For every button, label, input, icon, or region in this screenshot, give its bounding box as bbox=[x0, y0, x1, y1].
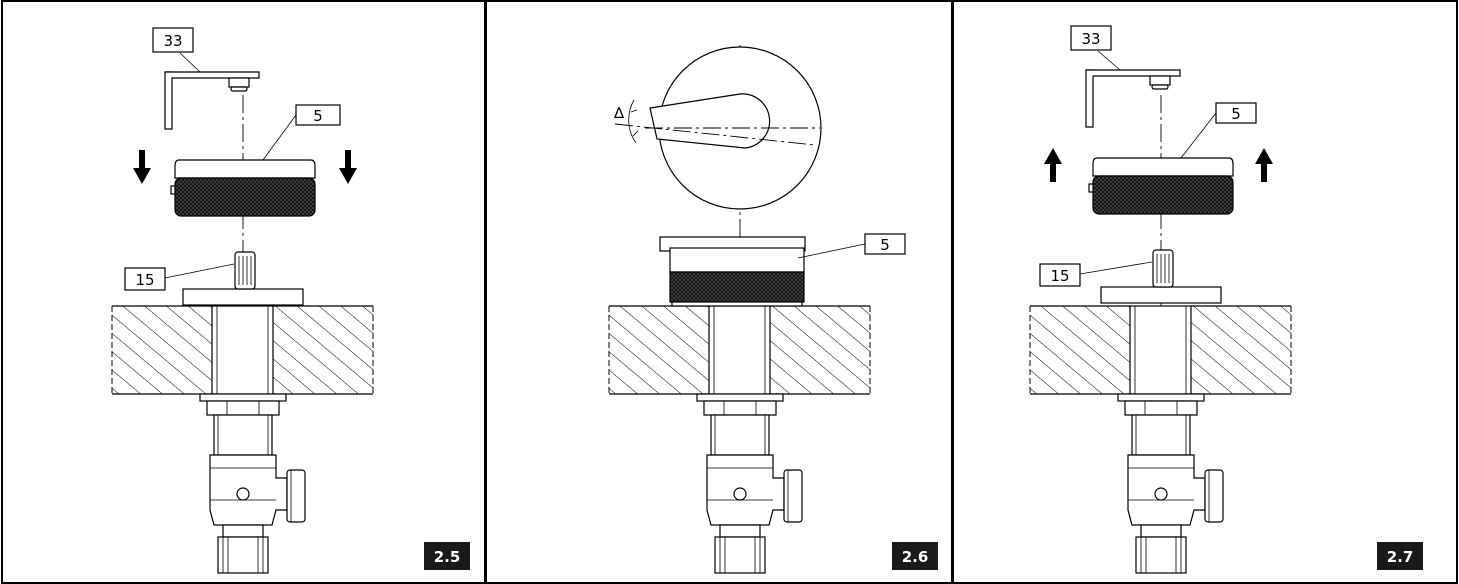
figure-badge: 2.5 bbox=[424, 542, 470, 570]
callout-label: 5 bbox=[880, 236, 890, 254]
callout-33: 33 bbox=[1070, 25, 1121, 71]
valve-assembly bbox=[111, 305, 374, 574]
figure-badge: 2.6 bbox=[892, 542, 938, 570]
figure-number: 2.5 bbox=[434, 548, 461, 566]
callout-label: 15 bbox=[135, 271, 154, 289]
arrow-up-icon bbox=[1044, 148, 1062, 182]
callout-label: 5 bbox=[1231, 105, 1241, 123]
knurled-knob bbox=[170, 159, 316, 217]
bracket bbox=[1085, 69, 1181, 128]
panel-frame bbox=[952, 0, 1458, 584]
valve-assembly bbox=[1029, 305, 1292, 574]
callout-label: 15 bbox=[1050, 267, 1069, 285]
knurled-knob bbox=[1088, 157, 1234, 215]
arrow-down-icon bbox=[133, 150, 151, 184]
callout-33: 33 bbox=[152, 27, 201, 73]
panel-2-6: ∆ 5 2.6 bbox=[485, 0, 953, 584]
callout-label: 33 bbox=[1081, 30, 1100, 48]
callout-label: 33 bbox=[163, 32, 182, 50]
angle-symbol: ∆ bbox=[613, 104, 625, 122]
figure-number: 2.7 bbox=[1387, 548, 1414, 566]
callout-15: 15 bbox=[1039, 261, 1153, 287]
seated-knob bbox=[659, 236, 806, 307]
valve-assembly bbox=[608, 305, 871, 574]
callout-5: 5 bbox=[1180, 102, 1257, 159]
panel-2-7: 33 5 15 2.7 bbox=[952, 0, 1458, 584]
figure-badge: 2.7 bbox=[1377, 542, 1423, 570]
figure-number: 2.6 bbox=[902, 548, 929, 566]
callout-label: 5 bbox=[313, 107, 323, 125]
arrow-down-icon bbox=[339, 150, 357, 184]
spindle bbox=[1100, 249, 1222, 304]
bracket bbox=[164, 71, 260, 130]
arrow-up-icon bbox=[1255, 148, 1273, 182]
top-view: ∆ bbox=[613, 46, 822, 210]
spindle bbox=[182, 251, 304, 306]
panel-2-5: 33 5 15 2.5 bbox=[1, 0, 486, 584]
callout-5: 5 bbox=[797, 233, 906, 259]
callout-15: 15 bbox=[124, 263, 235, 291]
callout-5: 5 bbox=[262, 104, 341, 161]
